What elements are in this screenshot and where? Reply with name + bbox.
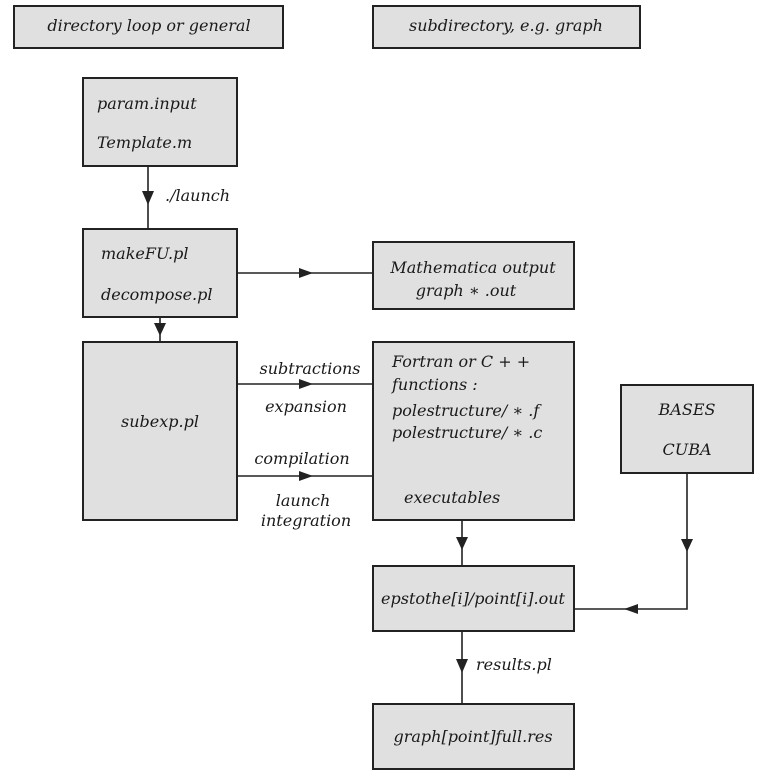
makefu-label: makeFU.pl: [101, 244, 189, 263]
legend-subdirectory-box: [372, 5, 641, 49]
epstothe-label: epstothe[i]/point[i].out: [381, 589, 565, 608]
launch-edge-label: ./launch: [165, 186, 231, 205]
subtractions-edge-label: subtractions: [259, 359, 361, 378]
compilation-edge-label: compilation: [254, 449, 350, 468]
integration-edge-label: integration: [260, 511, 352, 530]
arrowhead-results: [456, 659, 468, 673]
bases-box: [620, 384, 754, 474]
fullres-box: [372, 703, 575, 770]
make-box: [82, 228, 238, 318]
fortran-cpp-label: Fortran or C + +: [392, 352, 531, 371]
subexp-label: subexp.pl: [121, 412, 199, 431]
subexp-box: [82, 341, 238, 521]
template-m-label: Template.m: [97, 133, 193, 152]
arrowhead-mathematica: [299, 268, 313, 278]
results-edge-label: results.pl: [476, 655, 552, 674]
bases-label: BASES: [658, 400, 716, 419]
arrowhead-epstothe: [456, 537, 468, 550]
arrow-bases-to-epstothe: [575, 474, 688, 610]
graph-out-label: graph ∗ .out: [415, 281, 517, 300]
legend-subdirectory-label: subdirectory, e.g. graph: [409, 16, 603, 35]
arrowhead-compilation: [299, 471, 313, 481]
arrowhead-bases: [681, 539, 693, 552]
launch-edge-label-2: launch: [275, 491, 331, 510]
executables-label: executables: [404, 488, 501, 507]
arrowhead-subexp: [154, 323, 166, 336]
polestructure-f-label: polestructure/ ∗ .f: [392, 401, 540, 420]
mathematica-box: [372, 241, 575, 310]
inputs-box: [82, 77, 238, 167]
polestructure-c-label: polestructure/ ∗ .c: [392, 423, 543, 442]
expansion-edge-label: expansion: [265, 397, 347, 416]
arrowhead-subtractions: [299, 379, 313, 389]
epstothe-box: [372, 565, 575, 632]
arrowhead-launch: [142, 191, 154, 205]
arrowhead-bases-left: [624, 604, 638, 614]
functions-label: functions :: [392, 375, 478, 394]
cuba-label: CUBA: [662, 440, 712, 459]
param-input-label: param.input: [97, 94, 197, 113]
decompose-label: decompose.pl: [101, 285, 213, 304]
functions-box: [372, 341, 575, 521]
fullres-label: graph[point]full.res: [393, 727, 553, 746]
legend-general-box: [13, 5, 284, 49]
mathematica-output-label: Mathematica output: [390, 258, 556, 277]
legend-general-label: directory loop or general: [47, 16, 251, 35]
